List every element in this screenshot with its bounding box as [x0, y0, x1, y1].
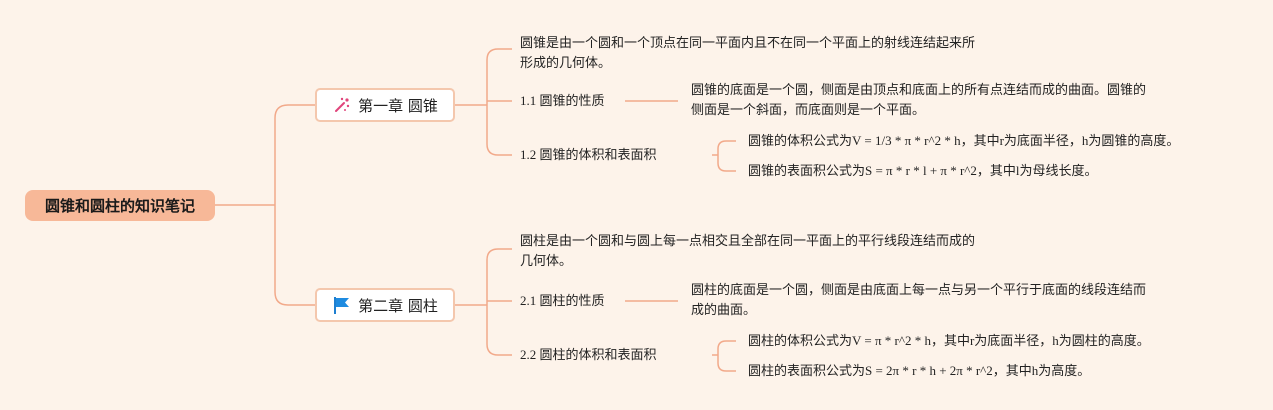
section-2-2-label[interactable]: 2.2 圆柱的体积和表面积	[520, 347, 657, 362]
section-1-2-label[interactable]: 1.2 圆锥的体积和表面积	[520, 147, 657, 162]
chapter-2-intro: 圆柱是由一个圆和与圆上每一点相交且全部在同一平面上的平行线段连结而成的 几何体。	[520, 232, 975, 272]
root-topic-label: 圆锥和圆柱的知识笔记	[44, 197, 195, 215]
chapter-2-label: 第二章 圆柱	[358, 296, 438, 315]
sparkle-wand-icon	[332, 95, 352, 115]
chapter-1-intro-line-1: 圆锥是由一个圆和一个顶点在同一平面内且不在同一个平面上的射线连结起来所	[520, 36, 976, 51]
chapter-1-intro-line-2: 形成的几何体。	[520, 56, 612, 71]
chapter-1-label: 第一章 圆锥	[358, 96, 438, 115]
chapter-2-intro-line-2: 几何体。	[520, 254, 573, 269]
section-2-2-item-surface: 圆柱的表面积公式为S = 2π * r * h + 2π * r^2，其中h为高…	[748, 363, 1091, 378]
chapter-1-node[interactable]: 第一章 圆锥	[315, 88, 455, 122]
section-2-1-detail-line-1: 圆柱的底面是一个圆，侧面是由底面上每一点与另一个平行于底面的线段连结而	[691, 283, 1147, 298]
chapter-1-intro: 圆锥是由一个圆和一个顶点在同一平面内且不在同一个平面上的射线连结起来所 形成的几…	[520, 34, 975, 74]
chapter-2-intro-line-1: 圆柱是由一个圆和与圆上每一点相交且全部在同一平面上的平行线段连结而成的	[520, 234, 976, 249]
chapter-2-node[interactable]: 第二章 圆柱	[315, 288, 455, 322]
section-1-1-detail-line-1: 圆锥的底面是一个圆，侧面是由顶点和底面上的所有点连结而成的曲面。圆锥的	[691, 83, 1147, 98]
section-1-2-item-surface: 圆锥的表面积公式为S = π * r * l + π * r^2，其中l为母线长…	[748, 163, 1098, 178]
section-2-1-detail: 圆柱的底面是一个圆，侧面是由底面上每一点与另一个平行于底面的线段连结而 成的曲面…	[691, 281, 1146, 321]
section-1-1-detail: 圆锥的底面是一个圆，侧面是由顶点和底面上的所有点连结而成的曲面。圆锥的 侧面是一…	[691, 81, 1146, 121]
section-1-1-label[interactable]: 1.1 圆锥的性质	[520, 93, 605, 108]
root-topic[interactable]: 圆锥和圆柱的知识笔记	[25, 190, 215, 221]
section-2-1-detail-line-2: 成的曲面。	[691, 303, 757, 318]
blue-flag-icon	[332, 295, 352, 315]
section-2-1-label[interactable]: 2.1 圆柱的性质	[520, 293, 605, 308]
section-1-2-item-volume: 圆锥的体积公式为V = 1/3 * π * r^2 * h，其中r为底面半径，h…	[748, 133, 1180, 148]
section-1-1-detail-line-2: 侧面是一个斜面，而底面则是一个平面。	[691, 103, 926, 118]
section-2-2-item-volume: 圆柱的体积公式为V = π * r^2 * h，其中r为底面半径，h为圆柱的高度…	[748, 333, 1150, 348]
